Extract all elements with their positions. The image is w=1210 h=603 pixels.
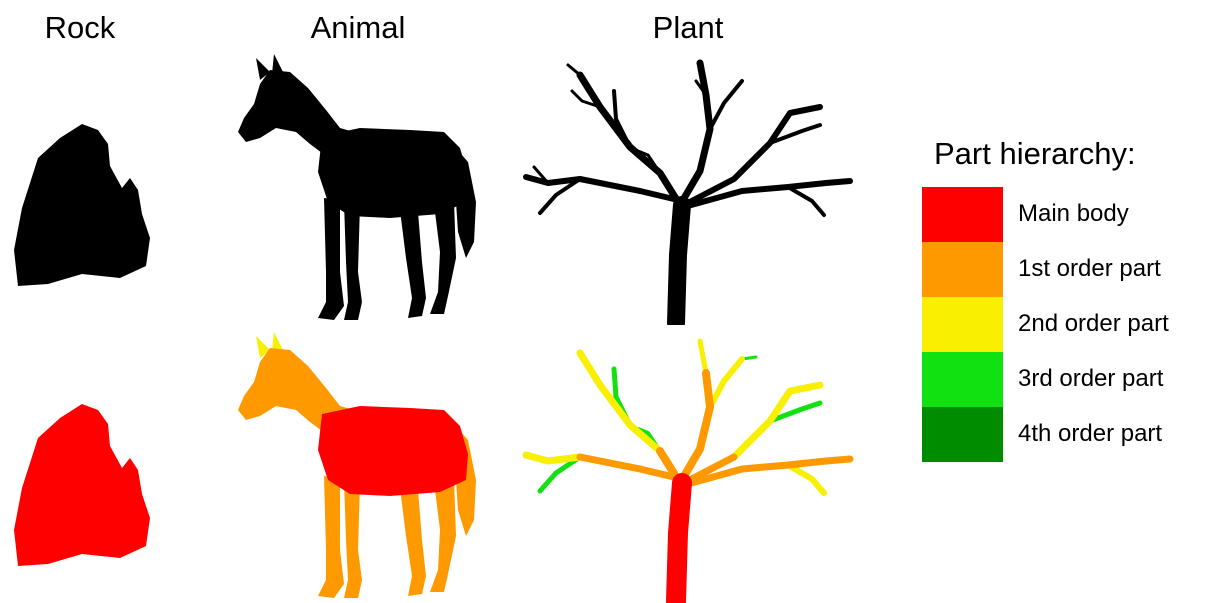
legend-item: 3rd order part [922, 352, 1210, 407]
tree-silhouette [520, 55, 855, 325]
legend-title: Part hierarchy: [934, 136, 1136, 172]
legend-swatch [922, 297, 1003, 352]
legend-label: Main body [1018, 200, 1129, 228]
tree-segmented [520, 333, 855, 603]
rock-segmented [10, 398, 155, 573]
horse-leg-front-left [318, 198, 344, 320]
legend-label: 4th order part [1018, 420, 1162, 448]
horse-leg-front-right [344, 202, 362, 320]
legend-label: 2nd order part [1018, 310, 1169, 338]
legend-swatch [922, 352, 1003, 407]
horse-leg-back-left [400, 210, 426, 318]
rock-shape [14, 124, 150, 286]
horse-tail [454, 146, 476, 258]
legend-swatch [922, 187, 1003, 242]
horse-leg-front-left-part [318, 476, 344, 598]
tree-trunk [676, 205, 682, 323]
tree-branch-2nd-3 [710, 359, 742, 407]
tree-branch-2nd-5 [788, 465, 824, 493]
tree-branch-1st-2 [680, 373, 710, 483]
legend-item: 4th order part [922, 407, 1210, 462]
column-title-plant: Plant [608, 10, 768, 46]
legend-item: Main body [922, 187, 1210, 242]
legend: Main body 1st order part 2nd order part 3rd… [922, 187, 1210, 462]
horse-silhouette [230, 52, 490, 324]
legend-label: 1st order part [1018, 255, 1161, 283]
tree-branch-2nd-6 [700, 341, 706, 373]
horse-leg-front-right-part [344, 480, 362, 598]
legend-swatch [922, 407, 1003, 462]
legend-item: 1st order part [922, 242, 1210, 297]
column-title-rock: Rock [0, 10, 160, 46]
horse-main-body [318, 406, 468, 496]
legend-swatch [922, 242, 1003, 297]
tree-branch-2nd-2 [526, 455, 580, 461]
tree-main-body-trunk [676, 483, 682, 601]
horse-leg-back-right [430, 202, 456, 314]
horse-segmented [230, 330, 490, 602]
rock-silhouette [10, 118, 155, 293]
column-title-animal: Animal [278, 10, 438, 46]
horse-leg-back-left-part [400, 488, 426, 596]
legend-label: 3rd order part [1018, 365, 1163, 393]
legend-item: 2nd order part [922, 297, 1210, 352]
horse-leg-back-right-part [430, 480, 456, 592]
rock-main-body [14, 404, 150, 566]
